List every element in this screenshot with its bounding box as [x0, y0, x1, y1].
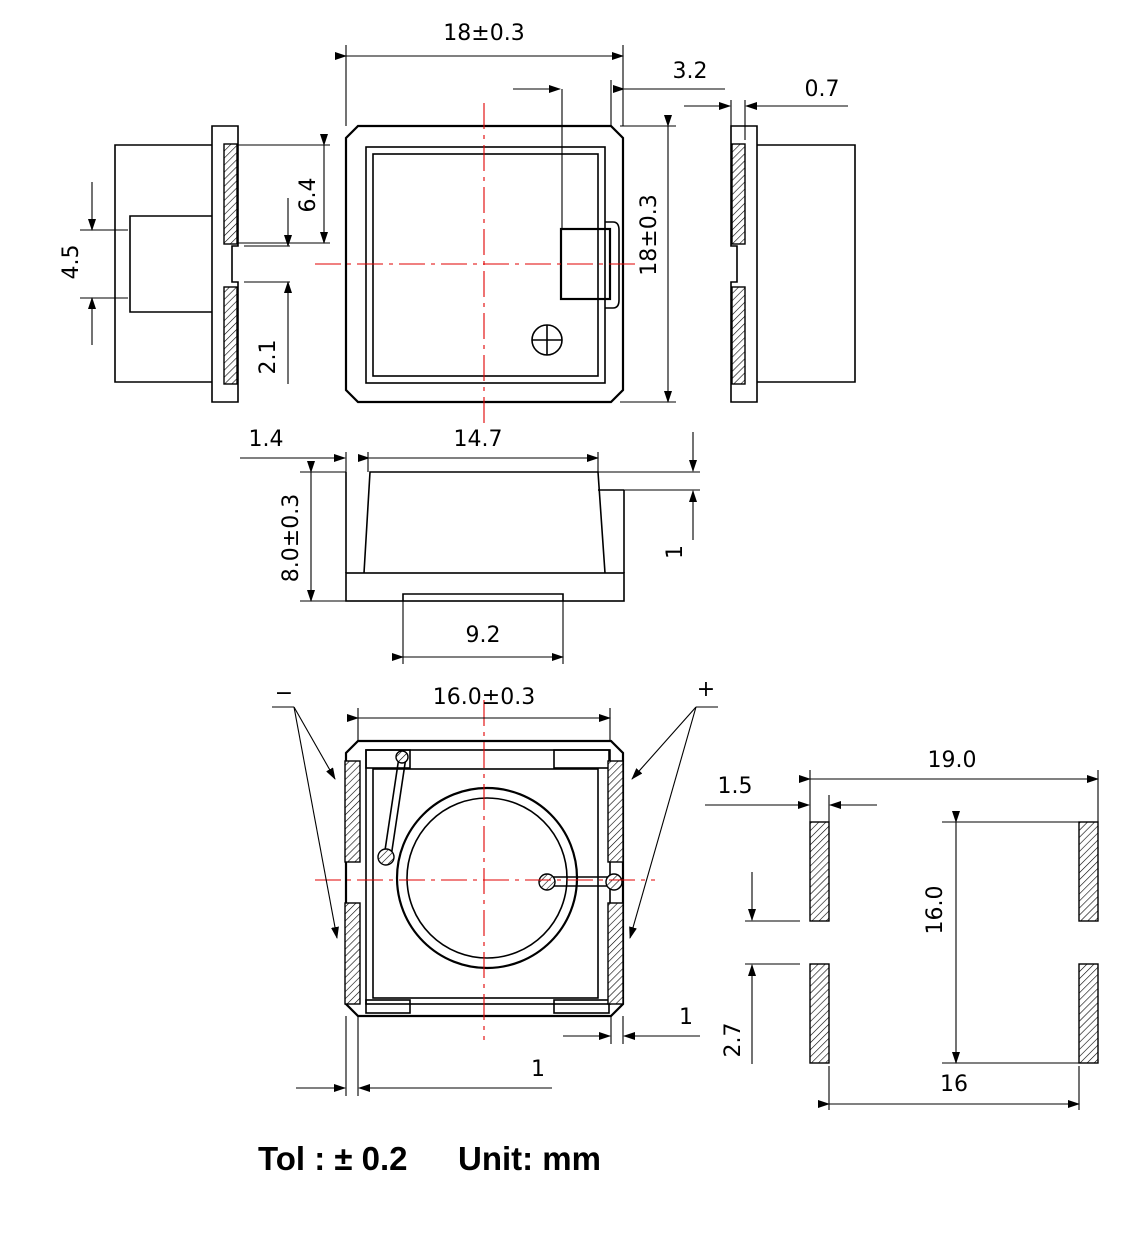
dim-pad-height: 6.4 [296, 178, 321, 213]
dim-pad-gap: 2.1 [256, 340, 281, 375]
dim-lead-span: 4.5 [59, 245, 84, 280]
front-view-dims [240, 432, 700, 664]
lens-inner [406, 797, 568, 959]
dim-top-width: 18±0.3 [443, 21, 524, 46]
unit-note: Unit: mm [458, 1140, 601, 1177]
dim-base-width: 9.2 [466, 623, 501, 648]
crosshair-mark [531, 324, 563, 356]
pad-lower [223, 286, 238, 385]
dim-side-thickness: 0.7 [805, 77, 840, 102]
dim-land-height: 16.0 [923, 886, 948, 935]
bottom-pad-rb [607, 902, 624, 1005]
dim-bottom-width: 16.0±0.3 [433, 685, 535, 710]
land-lt [809, 821, 830, 922]
polarity-minus: − [275, 681, 293, 706]
land-rb [1078, 963, 1099, 1064]
land-lb [809, 963, 830, 1064]
pad-lower-right [731, 286, 746, 385]
bottom-pad-rt [607, 760, 624, 863]
pad-upper-right [731, 143, 746, 245]
footer-notes: Tol : ± 0.2 Unit: mm [258, 1140, 601, 1177]
land-pattern [809, 821, 1099, 1064]
land-rt [1078, 821, 1099, 922]
left-side-view [114, 125, 239, 403]
dimension-labels: 18±0.3 3.2 0.7 18±0.3 6.4 4.5 2.1 1.4 14… [59, 21, 976, 1097]
front-view [345, 471, 625, 602]
bottom-pad-lt [344, 760, 361, 863]
left-side-dims [80, 134, 330, 384]
right-side-view [684, 100, 856, 403]
dim-land-pitch: 16 [940, 1072, 968, 1097]
bottom-pad-lb [344, 902, 361, 1005]
dim-top-height: 18±0.3 [637, 194, 662, 275]
top-view-dims [335, 45, 725, 403]
bottom-view [315, 700, 655, 1040]
dim-notch: 3.2 [673, 59, 708, 84]
dim-land-total: 19.0 [928, 748, 977, 773]
dim-cap-offset: 1 [663, 545, 688, 559]
dim-bottom-edge-right: 1 [679, 1005, 693, 1030]
bottom-view-dims [272, 706, 718, 1096]
lens-outer [395, 786, 579, 970]
pad-upper [223, 143, 238, 245]
dim-body-width: 14.7 [454, 427, 503, 452]
dim-front-offset: 1.4 [249, 427, 284, 452]
tolerance-note: Tol : ± 0.2 [258, 1140, 408, 1177]
dim-land-gap: 2.7 [721, 1023, 746, 1058]
top-view [315, 103, 640, 425]
dim-bottom-edge-left: 1 [531, 1057, 545, 1082]
dim-total-height: 8.0±0.3 [279, 494, 304, 582]
land-pattern-dims [705, 770, 1099, 1110]
polarity-plus: + [697, 677, 715, 702]
dim-land-width: 1.5 [718, 774, 753, 799]
